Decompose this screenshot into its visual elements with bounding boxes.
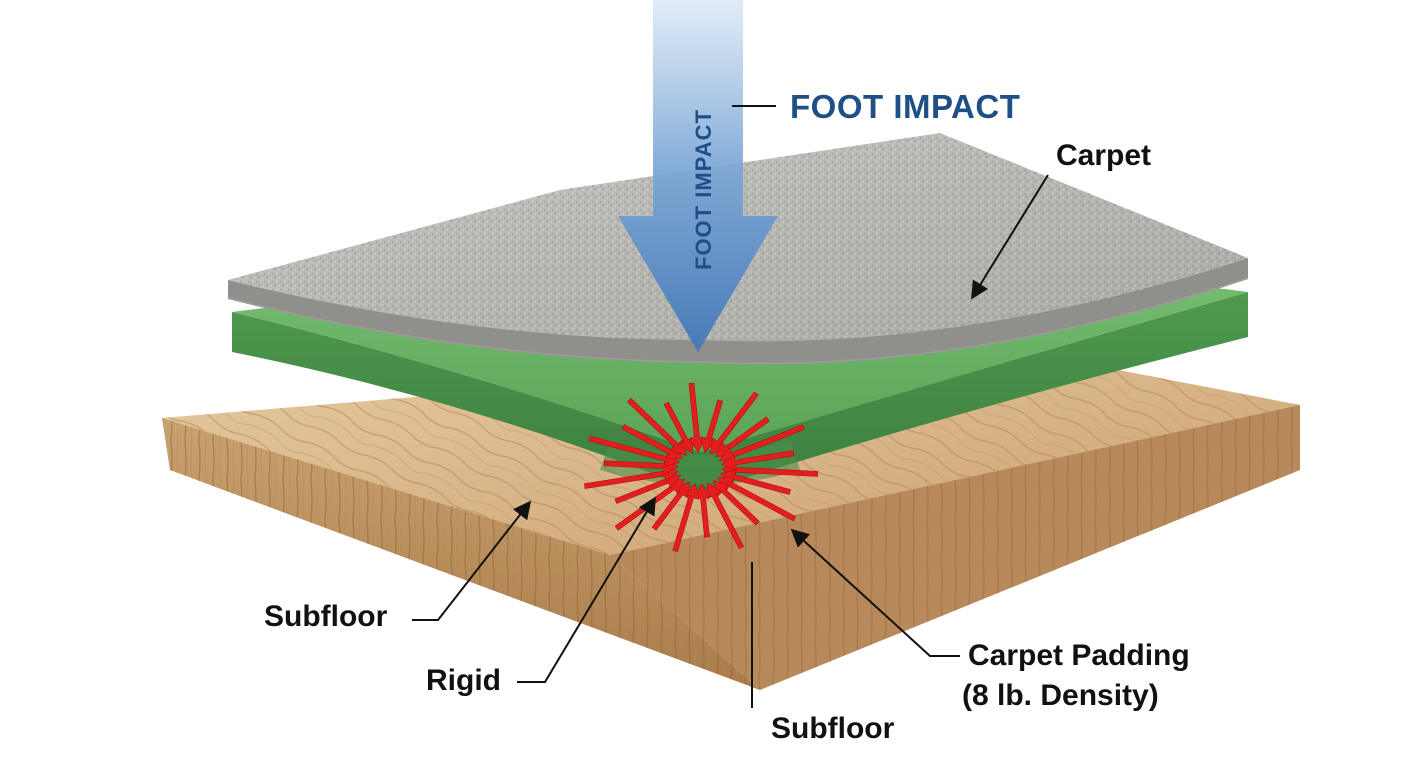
carpet-padding-label: Carpet Padding [968,639,1190,672]
subfloor-bottom-label: Subfloor [771,712,895,745]
subfloor-left-label: Subfloor [264,600,388,633]
foot-impact-label: FOOT IMPACT [790,88,1021,125]
force-arrow [694,483,712,538]
force-arrow [700,399,724,454]
force-arrow [720,450,795,471]
foot-impact-arrow[interactable]: FOOT IMPACT [618,0,778,352]
carpet-leader [971,174,1049,300]
padding-leader [790,528,960,657]
rigid-label: Rigid [426,664,501,697]
force-arrow [688,382,706,453]
force-arrow [706,482,745,550]
leader-lines [412,105,1049,708]
subfloor-board [162,348,1300,690]
subfloor-left-leader [412,500,532,621]
force-arrow [663,401,694,454]
foot-impact-arrow-text: FOOT IMPACT [691,109,716,270]
carpet-padding-density-label: (8 lb. Density) [962,679,1159,712]
carpet-label: Carpet [1056,139,1152,172]
force-arrow [672,482,700,553]
carpet-side [228,258,1248,364]
rigid-leader [517,496,656,683]
